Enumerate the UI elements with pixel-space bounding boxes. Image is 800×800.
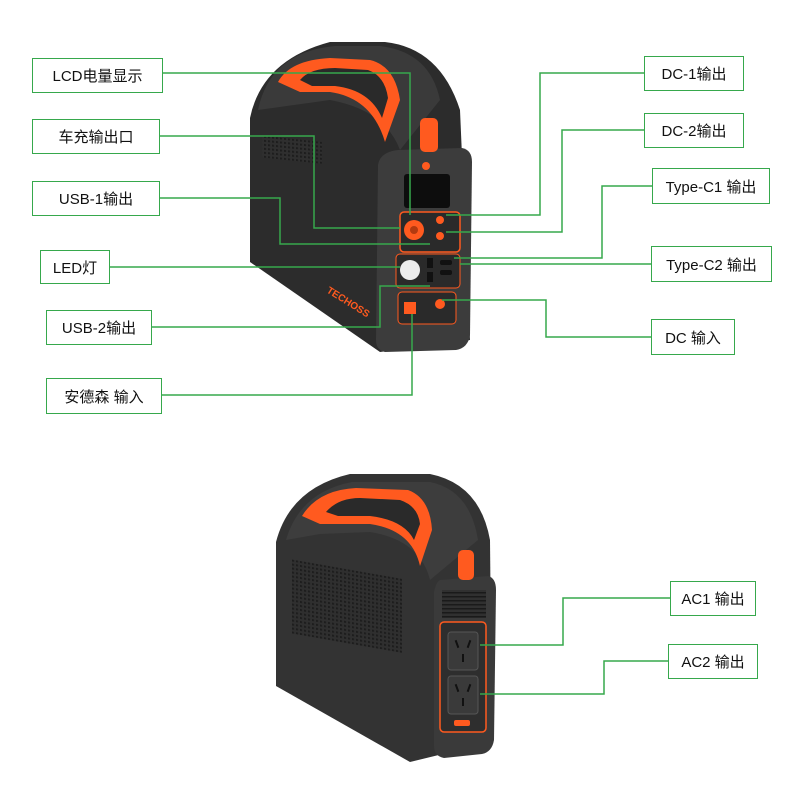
label-ac1: AC1 输出 <box>670 581 756 616</box>
line-dc-in <box>442 299 651 338</box>
power-button[interactable] <box>422 162 430 170</box>
line-usb1 <box>160 197 430 245</box>
front-top-lamp <box>420 118 438 152</box>
line-dc1 <box>446 72 644 216</box>
label-lcd: LCD电量显示 <box>32 58 163 93</box>
label-typec1: Type-C1 输出 <box>652 168 770 204</box>
back-side-vents <box>292 559 402 653</box>
lcd-screen <box>404 174 450 208</box>
ac2-socket <box>447 675 479 715</box>
typec1-port <box>440 260 452 265</box>
label-dc-in: DC 输入 <box>651 319 735 355</box>
line-car-charger <box>160 135 400 229</box>
front-callout-lines <box>110 72 652 396</box>
back-handle-hole <box>326 498 420 540</box>
label-typec2: Type-C2 输出 <box>651 246 772 282</box>
dc-input-port <box>435 299 445 309</box>
anderson-port <box>404 302 416 314</box>
front-handle-hole <box>300 68 388 118</box>
ac-switch[interactable] <box>454 720 470 726</box>
dc1-port <box>436 216 444 224</box>
label-led: LED灯 <box>40 250 110 284</box>
label-ac2: AC2 输出 <box>668 644 758 679</box>
front-device: TECHOSS <box>250 42 472 352</box>
line-ac1 <box>480 597 670 646</box>
label-usb1: USB-1输出 <box>32 181 160 216</box>
car-charger-port-inner <box>410 226 418 234</box>
label-anderson: 安德森 输入 <box>46 378 162 414</box>
usb1-port <box>427 258 433 268</box>
label-dc1: DC-1输出 <box>644 56 744 91</box>
back-callout-lines <box>480 597 670 695</box>
led-lamp <box>400 260 420 280</box>
ac1-socket <box>447 631 479 671</box>
dc2-port <box>436 232 444 240</box>
label-dc2: DC-2输出 <box>644 113 744 148</box>
label-usb2: USB-2输出 <box>46 310 152 345</box>
back-device <box>276 474 496 762</box>
ac1-socket-holes <box>454 639 472 662</box>
usb2-port <box>427 272 433 282</box>
line-typec1 <box>454 185 652 259</box>
line-anderson <box>162 314 413 396</box>
back-front-vents <box>442 590 486 618</box>
line-lcd <box>163 72 411 215</box>
front-side-vents <box>262 135 322 164</box>
ac2-socket-holes <box>454 683 472 706</box>
label-car-charger: 车充输出口 <box>32 119 160 154</box>
line-ac2 <box>480 660 668 695</box>
typec2-port <box>440 270 452 275</box>
line-usb2 <box>152 285 430 328</box>
line-dc2 <box>446 129 644 233</box>
back-top-lamp <box>458 550 474 580</box>
